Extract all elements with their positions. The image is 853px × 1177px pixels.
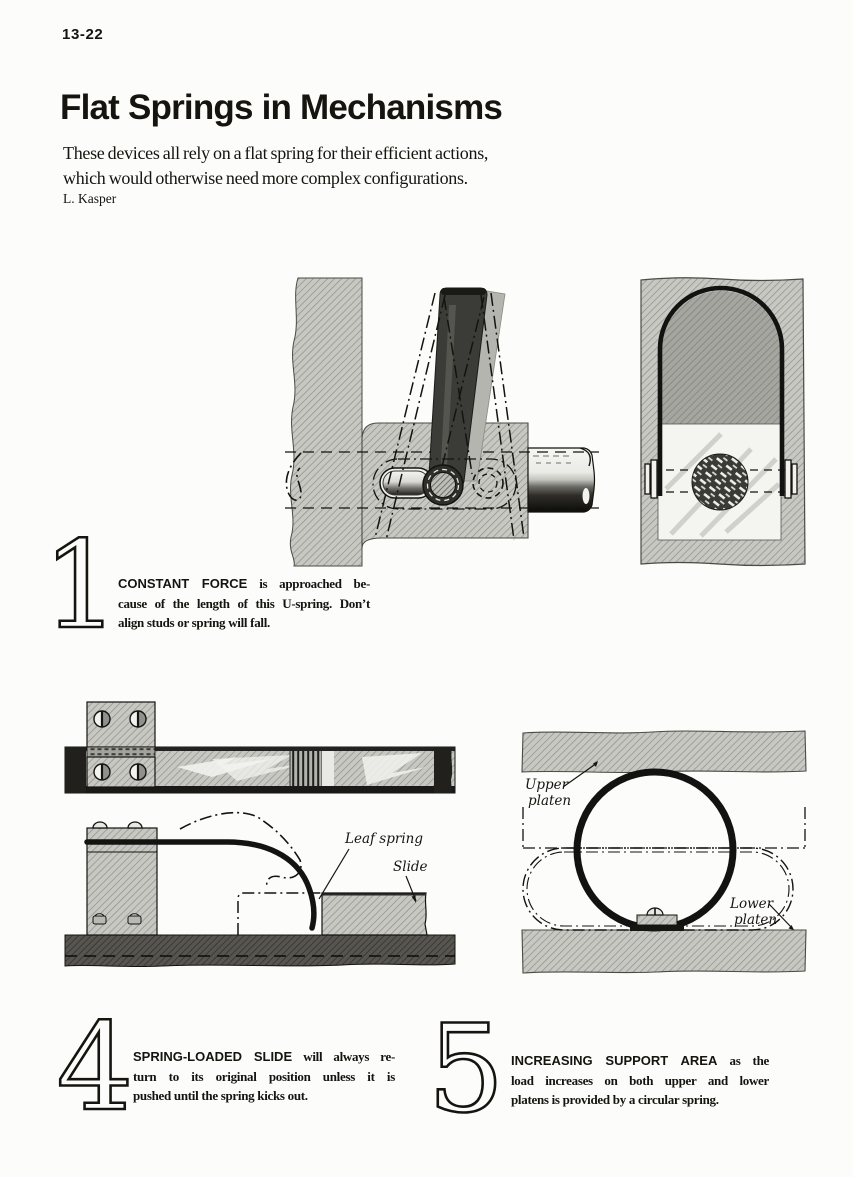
circular-spring: [573, 768, 737, 932]
figure-1-caption: CONSTANT FORCE is approached be- cause o…: [118, 574, 370, 633]
leaf-spring-released-phantom: [179, 811, 302, 889]
figure-1-side-view-illustration: [281, 275, 603, 567]
subtitle-line-2: which would otherwise need more complex …: [63, 168, 468, 188]
figure-1-front-view-illustration: [631, 274, 811, 570]
output-rod: [527, 447, 596, 513]
figure-1-numeral: 1: [41, 514, 121, 658]
caption-line: turn to its original position unless it …: [133, 1068, 395, 1084]
subtitle-line-1: These devices all rely on a flat spring …: [63, 143, 489, 163]
figure-5-illustration: Upper platen Lower platen: [517, 727, 811, 977]
page-number: 13-22: [62, 26, 104, 43]
caption-line: INCREASING SUPPORT AREA as the: [511, 1051, 769, 1071]
figure-4-caption: SPRING-LOADED SLIDE will always re- turn…: [133, 1047, 395, 1106]
caption-line: load increases on both upper and lower: [511, 1072, 769, 1088]
side-view-base: [64, 934, 456, 968]
figure-5-numeral: 5: [426, 998, 506, 1142]
page-title: Flat Springs in Mechanisms: [60, 88, 503, 127]
lower-platen-label-line2: platen: [734, 912, 777, 928]
upper-platen-label-group: Upper platen: [525, 761, 598, 809]
centerlines: [285, 451, 599, 509]
slide-phantom-outline: [237, 892, 322, 935]
figure-4-illustration: Leaf spring Slide: [62, 697, 458, 977]
u-spring-alternate-position: [374, 292, 525, 541]
caption-rest: will always re-: [292, 1049, 395, 1064]
caption-line: CONSTANT FORCE is approached be-: [118, 574, 370, 594]
numeral-text: 4: [57, 997, 134, 1138]
fixed-wall: [289, 277, 363, 567]
clamp-screws: [93, 710, 147, 781]
spring-lower-loop-phantom: [372, 458, 517, 510]
lower-platen-label-group: Lower platen: [729, 896, 794, 930]
arch-spring: [657, 285, 785, 496]
caption-line: pushed until the spring kicks out.: [133, 1088, 308, 1103]
slide-block: [321, 892, 428, 936]
caption-line: platens is provided by a circular spring…: [511, 1092, 719, 1107]
caption-rest: is approached be-: [247, 576, 370, 591]
page-subtitle: These devices all rely on a flat spring …: [63, 141, 488, 191]
leaf-spring-label: Leaf spring: [344, 831, 423, 847]
numeral-text: 1: [43, 515, 120, 656]
spring-stud: [422, 464, 464, 506]
caption-line: SPRING-LOADED SLIDE will always re-: [133, 1047, 395, 1067]
caption-lead: CONSTANT FORCE: [118, 576, 248, 591]
top-view-clamp: [86, 701, 156, 788]
arch-interior-shade: [662, 291, 780, 424]
caption-rest: as the: [717, 1053, 769, 1068]
side-view-clamp: [86, 821, 158, 936]
slide-label-group: Slide: [393, 859, 428, 903]
spring-clamp: [630, 907, 684, 931]
caption-lead: SPRING-LOADED SLIDE: [133, 1049, 293, 1064]
upper-platen-label-line1: Upper: [525, 777, 570, 793]
phantom-stud: [472, 467, 504, 499]
slide-label: Slide: [393, 859, 428, 875]
lower-platen-label-line1: Lower: [729, 896, 775, 912]
side-studs: [644, 459, 798, 499]
caption-lead: INCREASING SUPPORT AREA: [511, 1053, 718, 1068]
leaf-spring-solid: [84, 839, 317, 931]
author-byline: L. Kasper: [63, 191, 117, 206]
lower-platen: [521, 929, 807, 974]
numeral-text: 5: [428, 999, 505, 1140]
figure-5-caption: INCREASING SUPPORT AREA as the load incr…: [511, 1051, 769, 1110]
upper-platen-label-line2: platen: [528, 793, 571, 809]
spring-end-loop: [285, 452, 302, 502]
lowered-platen-phantom: [522, 807, 806, 849]
ball-stud: [691, 453, 749, 511]
stud-centerlines: [652, 469, 789, 493]
caption-line: cause of the length of this U-spring. Do…: [118, 595, 370, 611]
caption-line: align studs or spring will fall.: [118, 615, 270, 630]
upper-platen: [521, 730, 807, 774]
clamp-side-screws: [92, 913, 142, 925]
figure-4-numeral: 4: [55, 996, 135, 1140]
leaf-spring-label-group: Leaf spring: [318, 831, 423, 900]
